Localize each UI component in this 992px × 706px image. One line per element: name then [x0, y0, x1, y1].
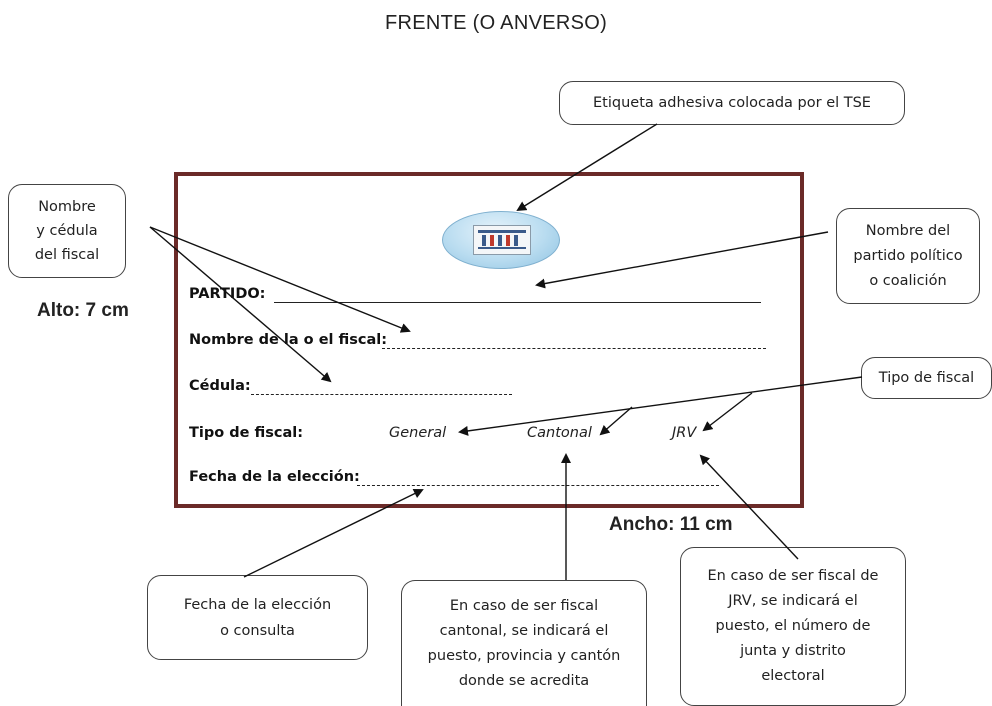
callout-nombre-cedula-line: y cédula	[36, 223, 98, 239]
callout-jrv-line: electoral	[761, 668, 825, 684]
callout-jrv-line: JRV, se indicará el	[728, 593, 858, 609]
arrow-cedula	[149, 226, 332, 383]
callout-jrv-line: puesto, el número de	[715, 618, 871, 634]
callout-partido-line: partido político	[853, 247, 963, 264]
callout-partido-line: Nombre del	[865, 222, 951, 239]
field-nombre-label: Nombre de la o el fiscal:	[189, 332, 388, 348]
tse-logo-icon	[473, 225, 531, 255]
page-title: FRENTE (O ANVERSO)	[384, 12, 608, 34]
callout-cantonal-line: donde se acredita	[458, 672, 590, 689]
arrow-general	[458, 376, 863, 436]
arrow-jrv-callout	[699, 454, 799, 560]
option-general: General	[389, 425, 447, 441]
callout-fecha-line: Fecha de la elección	[183, 596, 332, 613]
callout-fecha-line: o consulta	[220, 622, 295, 639]
field-fecha-label: Fecha de la elección:	[189, 469, 360, 485]
arrow-fecha	[243, 489, 424, 578]
callout-jrv-line: junta y distrito	[740, 643, 846, 659]
arrow-cantonal	[599, 406, 633, 436]
field-nombre-line	[382, 348, 766, 349]
arrow-jrv	[702, 392, 753, 432]
callout-etiqueta: Etiqueta adhesiva colocada por el TSE	[559, 81, 905, 125]
arrow-nombre	[149, 226, 411, 333]
callout-partido-line: o coalición	[869, 272, 947, 289]
callout-nombre-cedula-line: Nombre	[38, 199, 96, 215]
height-dimension-label: Alto: 7 cm	[37, 300, 129, 321]
callout-jrv-line: En caso de ser fiscal de	[707, 568, 879, 584]
callout-fecha: Fecha de la elección o consulta	[147, 575, 368, 660]
callout-cantonal-line: cantonal, se indicará el	[439, 622, 609, 639]
field-partido-line	[274, 302, 761, 303]
tse-seal-icon	[442, 211, 560, 269]
field-cedula-label: Cédula:	[189, 378, 251, 394]
arrow-etiqueta	[516, 123, 658, 212]
callout-partido: Nombre del partido político o coalición	[836, 208, 980, 304]
callout-nombre-cedula-line: del fiscal	[34, 247, 100, 263]
width-dimension-label: Ancho: 11 cm	[609, 514, 733, 535]
field-fecha-line	[357, 485, 719, 486]
credential-card	[174, 172, 804, 508]
option-cantonal: Cantonal	[527, 425, 592, 441]
callout-cantonal-line: puesto, provincia y cantón	[427, 647, 621, 664]
field-cedula-line	[251, 394, 512, 395]
arrow-partido	[535, 231, 829, 289]
callout-tipo-fiscal-text: Tipo de fiscal	[878, 370, 975, 386]
callout-jrv: En caso de ser fiscal de JRV, se indicar…	[680, 547, 906, 706]
callout-nombre-cedula: Nombre y cédula del fiscal	[8, 184, 126, 278]
callout-cantonal: En caso de ser fiscal cantonal, se indic…	[401, 580, 647, 706]
field-tipo-label: Tipo de fiscal:	[189, 425, 304, 441]
callout-etiqueta-text: Etiqueta adhesiva colocada por el TSE	[593, 95, 871, 111]
callout-cantonal-line: En caso de ser fiscal	[449, 597, 599, 614]
option-jrv: JRV	[672, 425, 697, 441]
